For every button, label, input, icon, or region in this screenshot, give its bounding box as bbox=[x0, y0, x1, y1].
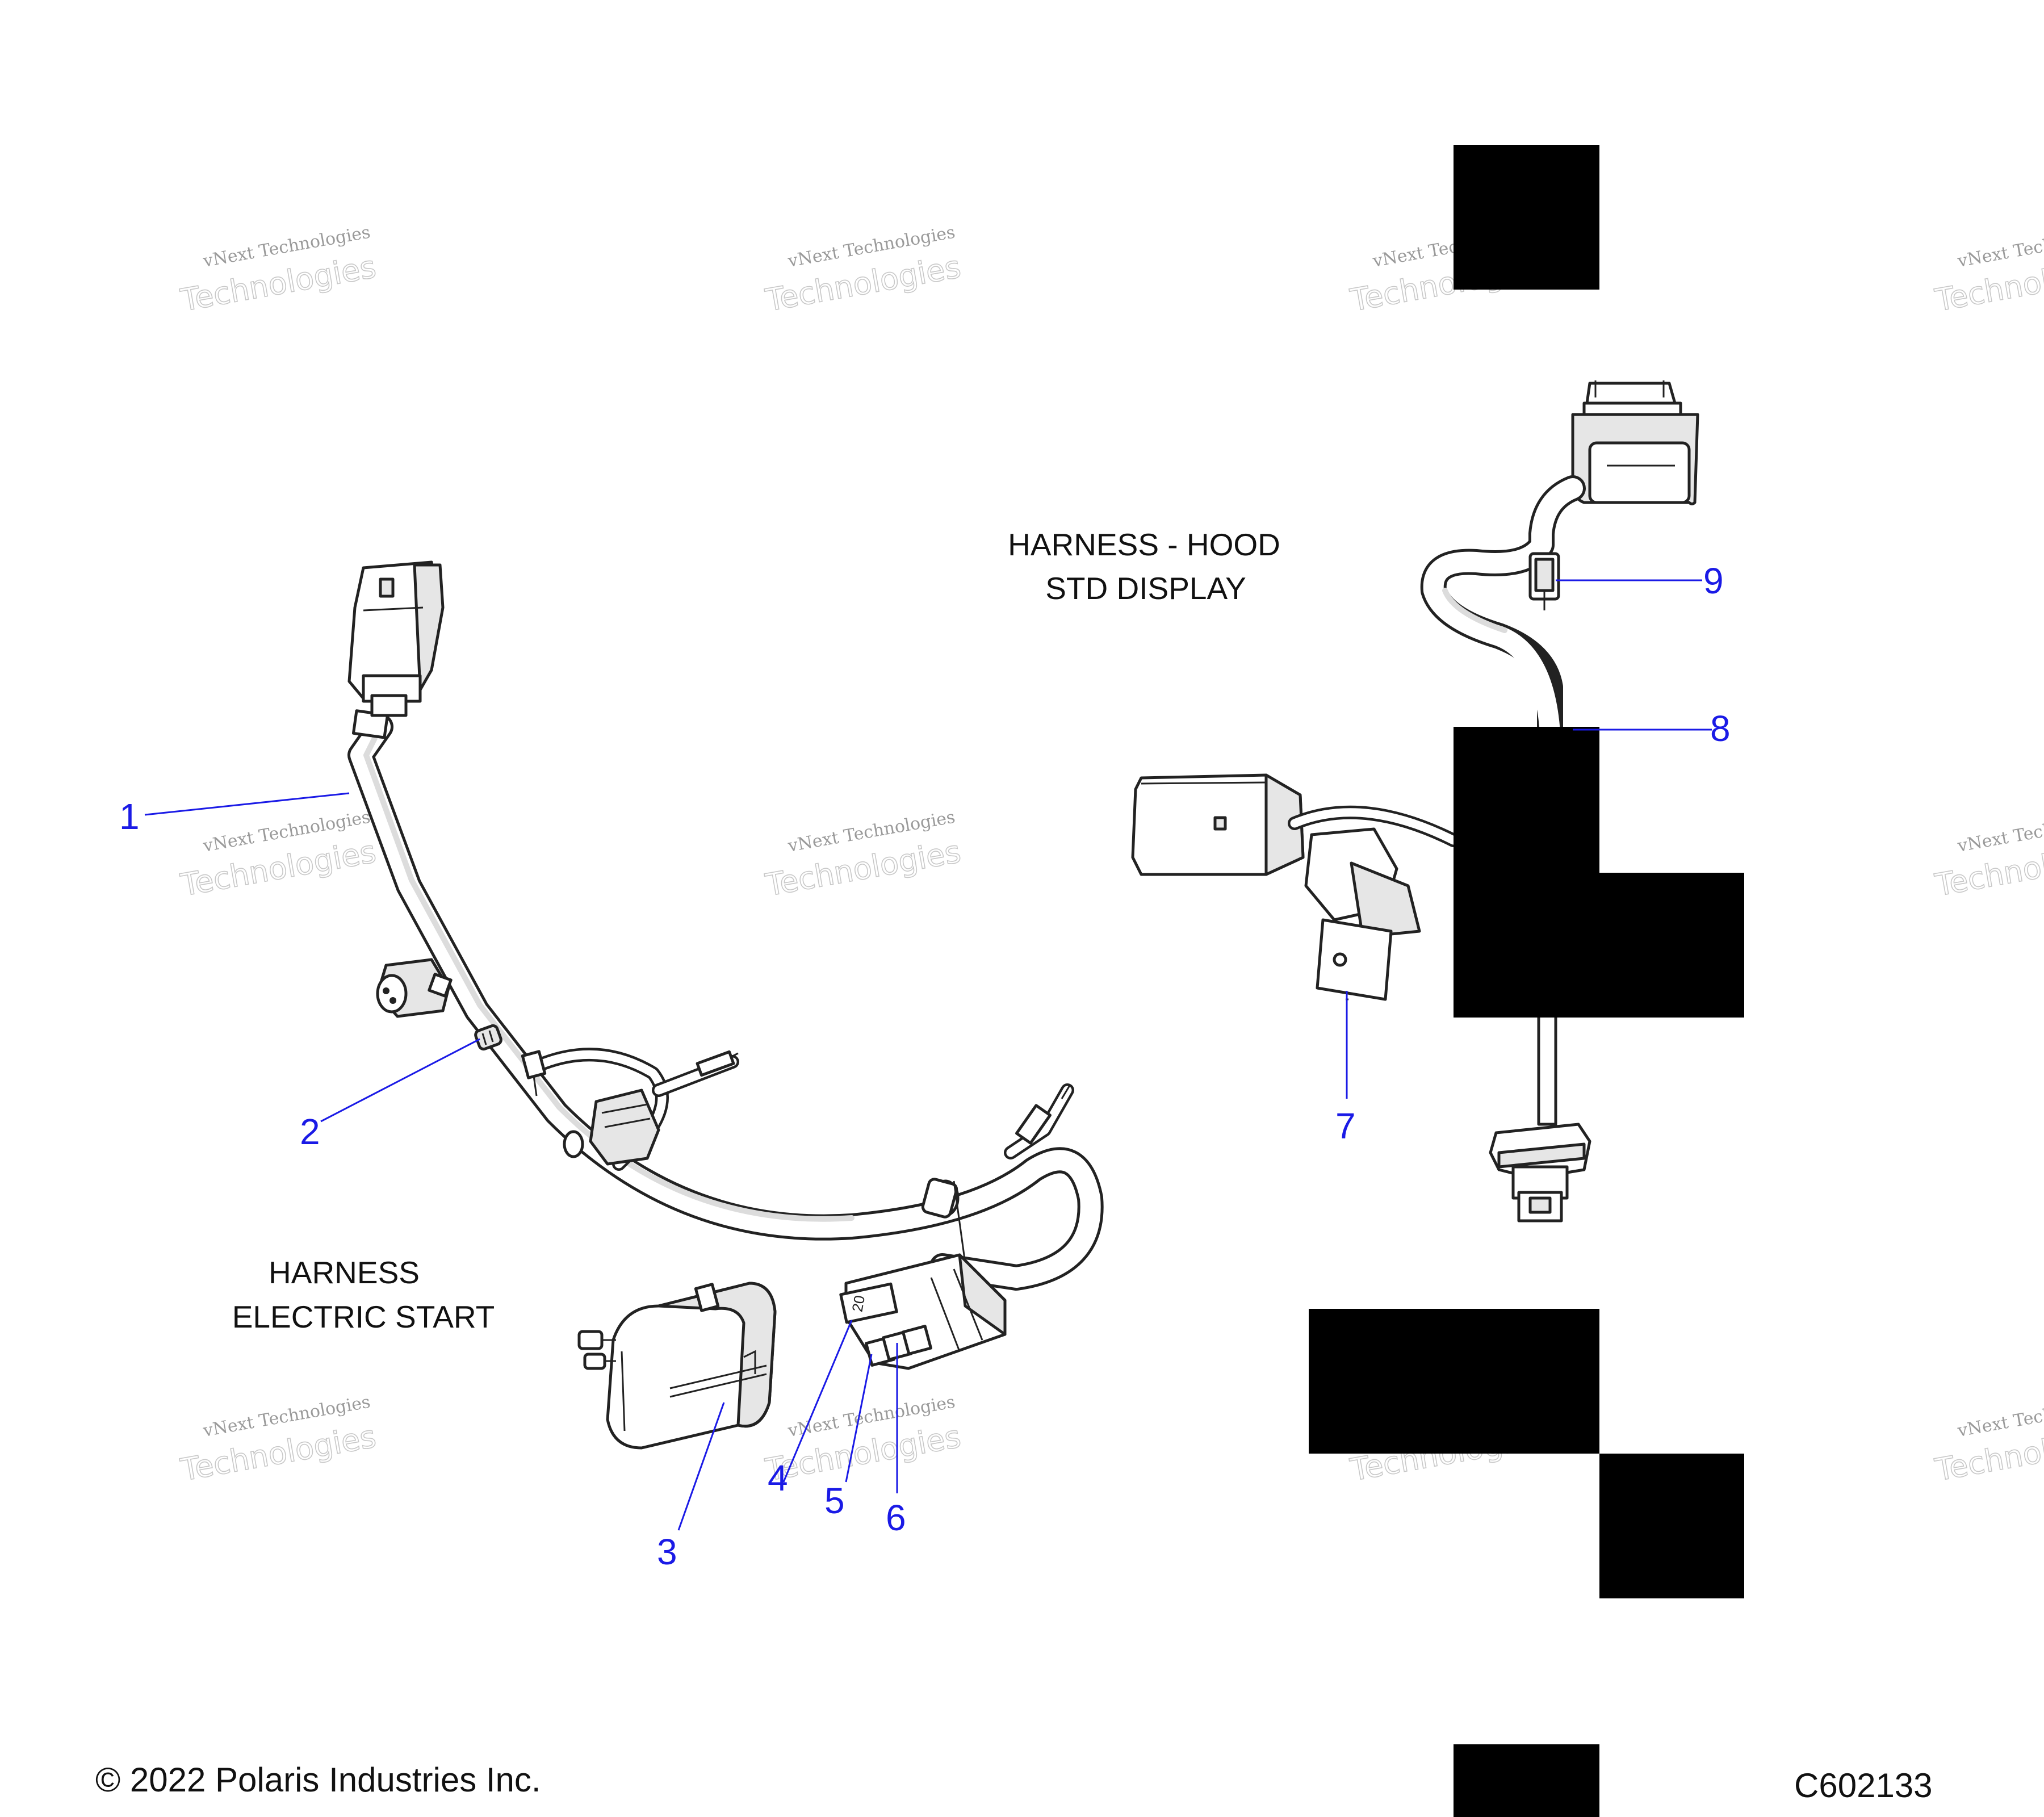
watermark: vNext Technologies Technologies bbox=[177, 1392, 379, 1489]
watermarks: vNext Technologies Technologies vNext Te… bbox=[177, 223, 2044, 1489]
callout-7: 7 bbox=[1335, 1106, 1356, 1146]
redaction-block bbox=[1454, 145, 1599, 290]
title-hood-line1: HARNESS - HOOD bbox=[1008, 527, 1280, 562]
callout-8: 8 bbox=[1710, 708, 1731, 749]
leader-2 bbox=[320, 1038, 480, 1123]
callout-numbers: 1 2 3 4 5 6 7 8 9 bbox=[119, 560, 1731, 1572]
svg-text:vNext Technologies: vNext Technologies bbox=[1955, 1392, 2044, 1441]
leader-5 bbox=[845, 1354, 873, 1483]
figure-code: C602133 bbox=[1794, 1766, 1933, 1805]
assembly-titles: HARNESS ELECTRIC START HARNESS - HOOD ST… bbox=[232, 527, 1280, 1334]
small-connector bbox=[376, 958, 453, 1018]
leader-4 bbox=[782, 1320, 853, 1483]
callout-1: 1 bbox=[119, 796, 140, 837]
cable-clip bbox=[474, 1024, 502, 1051]
callout-3: 3 bbox=[657, 1531, 677, 1572]
watermark: vNext Technologies Technologies bbox=[177, 223, 379, 319]
electric-start-harness: 20 bbox=[347, 560, 1104, 1450]
callout-6: 6 bbox=[886, 1497, 906, 1538]
callout-9: 9 bbox=[1703, 560, 1724, 601]
watermark: vNext Technologies Technologies bbox=[1932, 223, 2044, 319]
leader-3 bbox=[677, 1402, 725, 1531]
redaction-block bbox=[1454, 727, 1599, 873]
hood-connector-left bbox=[1131, 773, 1305, 876]
hood-connector-top bbox=[1571, 380, 1699, 505]
svg-text:vNext Technologies: vNext Technologies bbox=[1955, 807, 2044, 856]
hood-connector-7 bbox=[1304, 827, 1421, 1001]
watermark: vNext Technologies Technologies bbox=[762, 223, 964, 319]
redaction-blocks bbox=[1309, 145, 1744, 1817]
redaction-block bbox=[1454, 1744, 1599, 1817]
watermark: vNext Technologies Technologies bbox=[177, 807, 379, 904]
callout-4: 4 bbox=[768, 1458, 788, 1498]
redaction-block bbox=[1309, 1309, 1599, 1454]
title-electric-start-line2: ELECTRIC START bbox=[232, 1299, 495, 1334]
watermark: vNext Technologies Technologies bbox=[762, 807, 964, 904]
hood-harness bbox=[1131, 380, 1699, 1223]
watermark: vNext Technologies Technologies bbox=[1932, 807, 2044, 904]
callout-2: 2 bbox=[300, 1111, 320, 1152]
hood-clip bbox=[1528, 552, 1560, 610]
hood-connector-bottom bbox=[1489, 1123, 1591, 1223]
title-electric-start-line1: HARNESS bbox=[269, 1255, 420, 1290]
leader-1 bbox=[144, 792, 350, 816]
leader-lines bbox=[144, 579, 1712, 1531]
svg-text:vNext Technologies: vNext Technologies bbox=[1955, 223, 2044, 271]
watermark: vNext Technologies Technologies bbox=[1932, 1392, 2044, 1489]
fuse-block: 20 bbox=[839, 1253, 1007, 1370]
cable-tie bbox=[921, 1178, 966, 1264]
copyright: © 2022 Polaris Industries Inc. bbox=[95, 1761, 541, 1799]
callout-5: 5 bbox=[824, 1480, 845, 1521]
loop-connector bbox=[563, 1088, 660, 1166]
redaction-block bbox=[1599, 1454, 1744, 1598]
connector-top bbox=[347, 560, 445, 739]
fir-tree-clip bbox=[521, 1050, 547, 1096]
redaction-block bbox=[1454, 873, 1744, 1018]
relay bbox=[577, 1282, 777, 1450]
svg-text:20: 20 bbox=[848, 1294, 868, 1313]
title-hood-line2: STD DISPLAY bbox=[1045, 571, 1246, 606]
